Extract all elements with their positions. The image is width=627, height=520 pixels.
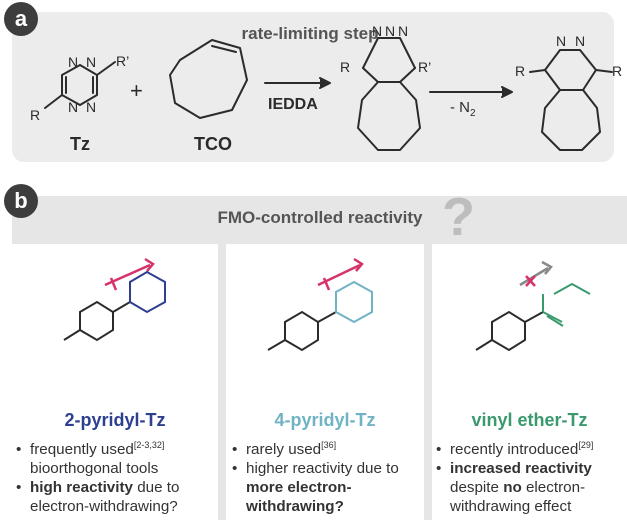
citation: [2-3,32] [133,439,165,450]
bullet-item: rarely used[36] [232,440,424,459]
tetrazine-ring [44,61,116,109]
atom-n: N [398,23,408,39]
intermediate-structure [357,37,421,151]
tco-label: TCO [194,134,232,154]
structure-4-pyridyl [267,257,373,352]
bullet-text: increased reactivity [450,460,592,477]
atom-n: N [68,99,78,115]
bullet-text: no [503,479,522,496]
panel-b-title: FMO-controlled reactivity [217,208,423,227]
atom-r: R [30,107,40,123]
panel-a-title: rate-limiting step [241,24,379,43]
tco-ring [169,39,248,119]
name-vinyl-ether: vinyl ether-Tz [471,410,588,430]
bullet-text: due to electron-withdrawing? [30,479,180,515]
panel-b-badge: b [4,184,38,218]
bullet-text: rarely used [246,441,322,458]
atom-n: N [86,54,96,70]
n2-loss-arrow [429,86,513,98]
question-mark: ? [442,187,475,247]
atom-n: N [556,33,566,49]
structure-2-pyridyl [63,257,166,342]
atom-rp: R’ [418,59,431,75]
name-4-pyridyl: 4-pyridyl-Tz [274,410,376,430]
bullets-4-pyridyl: rarely used[36]higher reactivity due to … [232,440,424,516]
plus-sign: + [130,78,143,103]
bullet-text: electron-withdrawing effect [450,479,586,515]
tz-structures [63,257,591,352]
bullet-item: higher reactivity due to more electron-w… [232,459,424,516]
atom-r: R [515,63,525,79]
bullet-item: recently introduced[29] [436,440,626,459]
atom-n: N [68,54,78,70]
bullet-text: recently introduced [450,441,579,458]
bullet-text: higher reactivity due to [246,460,399,477]
atom-n: N [86,99,96,115]
product-structure [529,49,613,151]
atom-n: N [372,23,382,39]
bullet-text: despite [450,479,504,496]
iedda-arrow [264,77,331,89]
atom-n: N [575,33,585,49]
n2-label: - N2 [450,99,476,119]
bullet-item: high reactivity due to electron-withdraw… [16,478,216,516]
atom-rp: R’ [116,53,129,69]
bullet-item: increased reactivity despite no electron… [436,459,626,516]
atom-n: N [385,23,395,39]
bullet-item: frequently used[2-3,32] bioorthogonal to… [16,440,216,478]
structure-vinyl-ether [475,260,591,352]
name-2-pyridyl: 2-pyridyl-Tz [64,410,166,430]
iedda-label: IEDDA [268,96,318,113]
atom-r: R [612,63,622,79]
panel-a [12,12,614,162]
panel-a-badge: a [4,2,38,36]
atom-r: R [340,59,350,75]
bullets-2-pyridyl: frequently used[2-3,32] bioorthogonal to… [16,440,216,516]
bullet-text: bioorthogonal tools [30,460,159,477]
bullet-text: high reactivity [30,479,133,496]
bullet-text: more electron-withdrawing? [246,479,352,515]
citation: [36] [321,439,337,450]
bullet-text: frequently used [30,441,134,458]
citation: [29] [578,439,594,450]
bullets-vinyl-ether: recently introduced[29]increased reactiv… [436,440,626,516]
tz-label: Tz [70,134,90,154]
reaction-scheme: N N N N R’ R N N N R R’ N N R R + IEDDA … [30,23,622,151]
